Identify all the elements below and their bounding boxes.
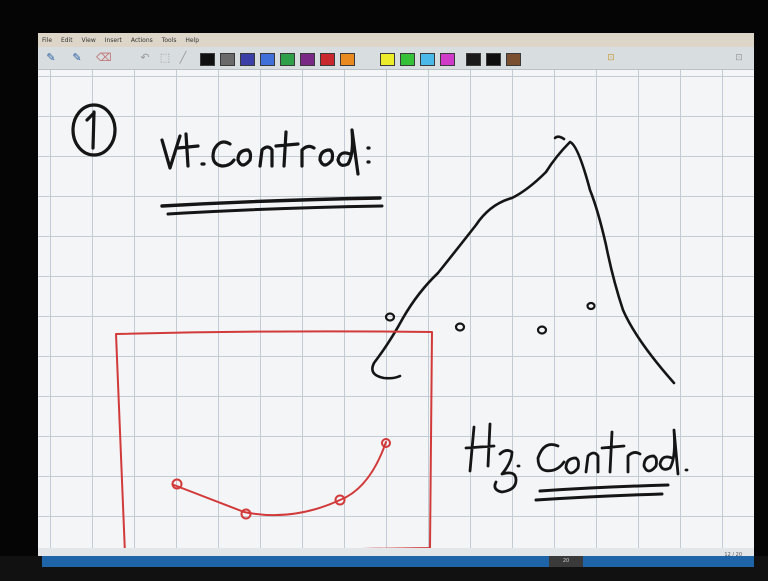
eraser-icon[interactable]: ⌫ [96,51,112,64]
color-swatch-blue[interactable] [260,53,275,66]
color-swatch-orange[interactable] [340,53,355,66]
heading-horizontal-ink [464,422,689,494]
heading-vertical-underline [160,196,382,208]
heading-horizontal-underline [538,483,670,493]
color-swatch-yellow[interactable] [380,53,395,66]
menu-actions[interactable]: Actions [130,37,153,44]
pen-icon[interactable]: ✎ [46,51,56,64]
color-swatch-dark[interactable] [466,53,481,66]
peak-point-1 [384,312,396,322]
item-number-circle [71,103,117,157]
color-swatch-gray[interactable] [220,53,235,66]
page-indicator: 12 / 20 [724,552,742,558]
color-swatch-red[interactable] [320,53,335,66]
ink-canvas[interactable] [38,70,754,548]
taskbar-page-button[interactable]: 20 [549,556,583,567]
taskbar-strip: 20 [42,556,754,567]
color-swatch-black[interactable] [200,53,215,66]
heading-vertical-ink [160,128,371,176]
undo-icon[interactable]: ↶ [140,51,150,64]
peak-point-2 [454,322,466,332]
toolbar: ✎ ✎ ⌫ ↶ ⬚ ╱ ⊡ ⊡ [38,47,754,70]
menu-view[interactable]: View [81,37,96,44]
menu-edit[interactable]: Edit [60,37,73,44]
highlighter-icon[interactable]: ✎ [72,51,82,64]
line-icon[interactable]: ╱ [179,51,187,64]
whiteboard-app-window: File Edit View Insert Actions Tools Help… [38,33,754,571]
red-cost-curve [173,441,387,517]
page-icon[interactable]: ⊡ [735,53,743,63]
red-point-4 [381,438,391,448]
menu-tools[interactable]: Tools [161,37,177,44]
color-swatch-cyan[interactable] [420,53,435,66]
select-icon[interactable]: ⬚ [159,51,171,64]
color-swatch-magenta[interactable] [440,53,455,66]
ink-layer [71,103,689,548]
color-swatch-purple[interactable] [300,53,315,66]
peak-point-4 [586,301,596,311]
red-point-2 [240,508,252,520]
insert-page-icon[interactable]: ⊡ [607,53,615,63]
peak-point-3 [536,325,548,335]
menu-bar: File Edit View Insert Actions Tools Help [38,33,754,47]
color-swatch-brown[interactable] [506,53,521,66]
color-swatch-navy[interactable] [240,53,255,66]
menu-file[interactable]: File [42,37,53,44]
red-point-3 [334,494,346,506]
taskbar: 20 [0,556,768,581]
mountain-outline [371,140,676,385]
red-bounding-box [115,330,433,548]
menu-help[interactable]: Help [185,37,200,44]
color-swatch-green[interactable] [280,53,295,66]
menu-insert[interactable]: Insert [104,37,122,44]
item-number-stroke [91,110,96,150]
red-point-1 [171,478,183,490]
color-swatch-lime[interactable] [400,53,415,66]
color-swatch-darker[interactable] [486,53,501,66]
